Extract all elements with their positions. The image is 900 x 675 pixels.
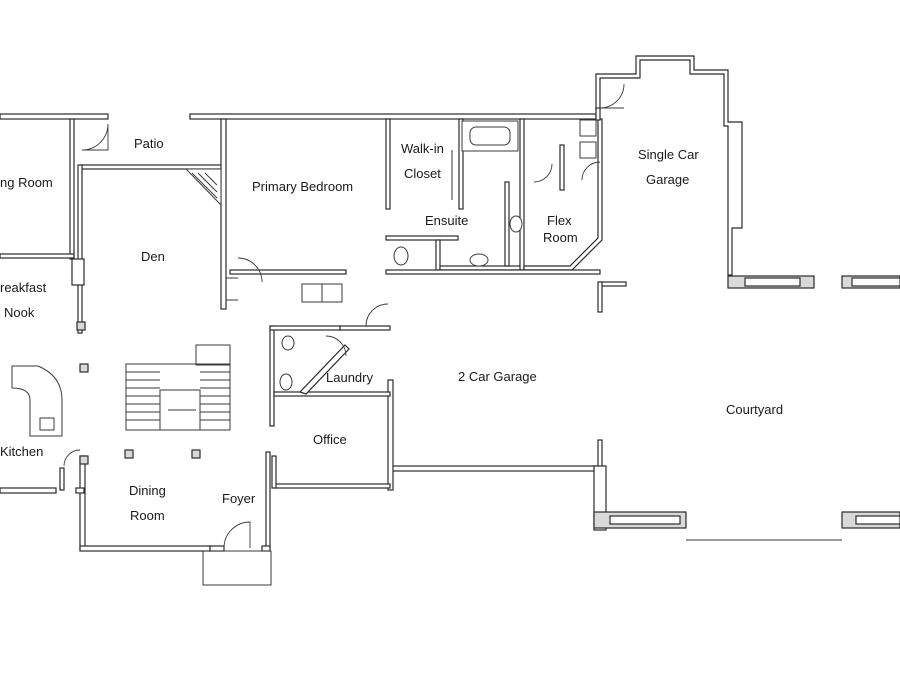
doors [63, 83, 625, 549]
label-dining-room-1: Dining [129, 483, 166, 498]
label-den: Den [141, 249, 165, 264]
label-patio: Patio [134, 136, 164, 151]
label-laundry: Laundry [326, 370, 373, 385]
label-breakfast-nook-2: Nook [4, 305, 35, 320]
label-breakfast-nook-1: reakfast [0, 280, 47, 295]
label-ensuite: Ensuite [425, 213, 469, 228]
label-dining-room-2: Room [130, 508, 165, 523]
label-flex-room-1: Flex [547, 213, 572, 228]
label-single-car-garage-1: Single Car [638, 147, 699, 162]
label-kitchen: Kitchen [0, 444, 44, 459]
label-single-car-garage-2: Garage [646, 172, 690, 187]
label-walk-in-closet-1: Walk-in [401, 141, 444, 156]
label-office: Office [313, 432, 347, 447]
label-primary-bedroom: Primary Bedroom [252, 179, 354, 194]
label-two-car-garage: 2 Car Garage [458, 369, 537, 384]
staircase [125, 344, 231, 431]
label-foyer: Foyer [222, 491, 256, 506]
label-walk-in-closet-2: Closet [404, 166, 441, 181]
fireplace [184, 168, 222, 207]
label-courtyard: Courtyard [726, 402, 784, 417]
walls [0, 55, 900, 586]
label-living-room: ng Room [0, 175, 53, 190]
label-flex-room-2: Room [543, 230, 578, 245]
kitchen-island [11, 365, 63, 437]
bath-fixtures [279, 119, 597, 391]
